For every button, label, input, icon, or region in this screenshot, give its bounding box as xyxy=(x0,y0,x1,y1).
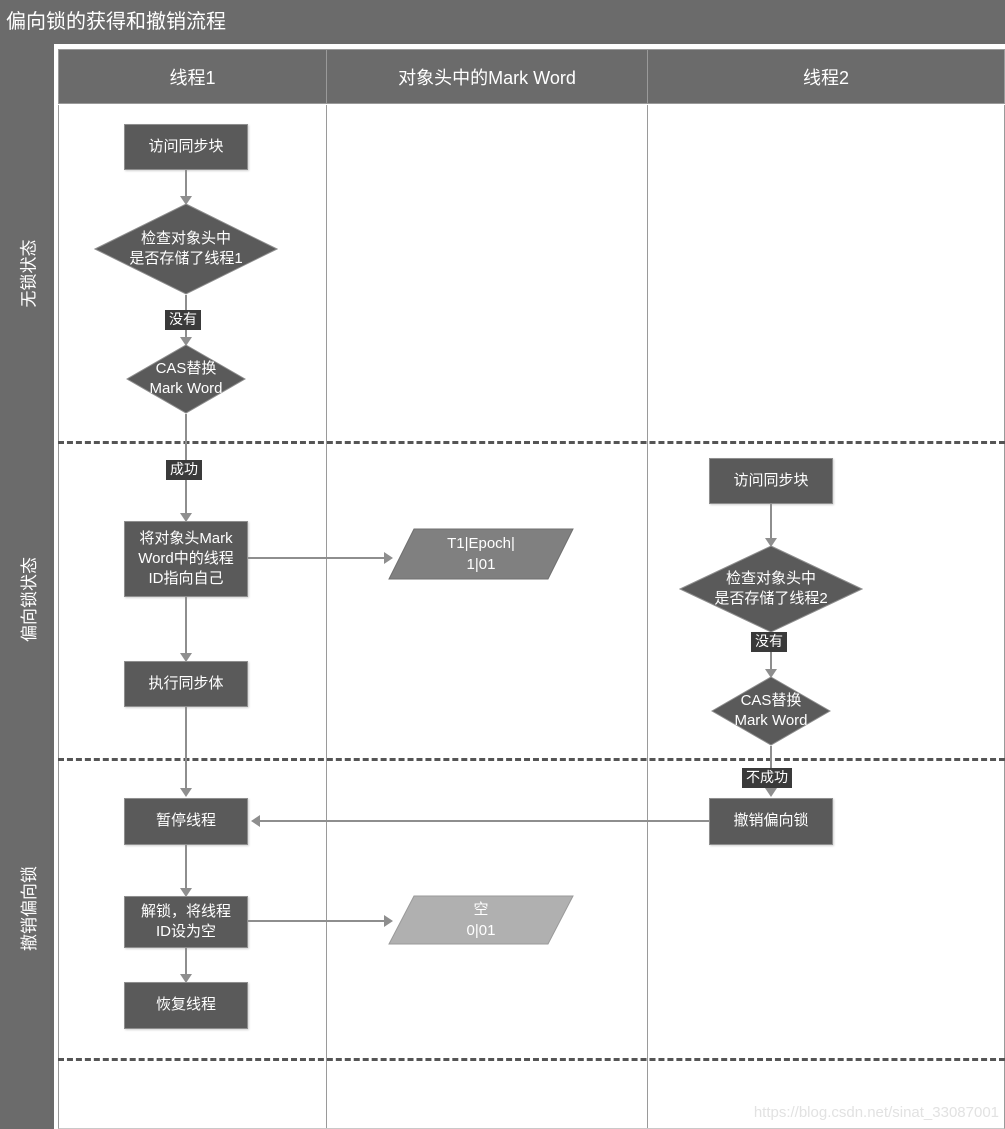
node-t2-enter-text: 访问同步块 xyxy=(733,471,809,489)
node-t2-cas-text: CAS替换 Mark Word xyxy=(734,691,808,729)
column-header-thread2: 线程2 xyxy=(647,49,1005,104)
node-t1-pause-text: 暂停线程 xyxy=(155,812,216,830)
arrowhead-t1-cas-to-point xyxy=(180,513,192,522)
diamond-shape xyxy=(94,203,278,295)
phase-label-revoke: 撤销偏向锁 xyxy=(0,758,54,1058)
arrowhead-t2-enter-to-check xyxy=(765,538,777,547)
column-separator-2 xyxy=(647,105,648,1128)
arrowhead-t1-to-markword-empty xyxy=(384,915,393,927)
parallelogram-shape xyxy=(388,895,574,945)
node-t1-point-self[interactable]: 将对象头Mark Word中的线程 ID指向自己 xyxy=(124,521,248,597)
edge-label-t2-fail: 不成功 xyxy=(742,768,792,788)
phase-label-biased-text: 偏向锁状态 xyxy=(19,557,39,642)
connector-t1-sync-to-pause xyxy=(185,707,187,792)
arrowhead-t1-to-markword-biased xyxy=(384,552,393,564)
node-t1-sync-body-text: 执行同步体 xyxy=(148,674,224,692)
node-t1-resume-text: 恢复线程 xyxy=(155,996,216,1014)
phase-separator-1 xyxy=(58,441,1005,444)
phase-label-unlocked: 无锁状态 xyxy=(0,105,54,441)
phase-label-revoke-text: 撤销偏向锁 xyxy=(19,865,39,951)
connector-t1-enter-to-check xyxy=(185,170,187,200)
node-t1-resume[interactable]: 恢复线程 xyxy=(124,982,248,1029)
node-t1-enter-text: 访问同步块 xyxy=(148,137,224,155)
node-t1-cas[interactable]: CAS替换 Mark Word xyxy=(126,344,246,414)
column-separator-1 xyxy=(326,105,327,1128)
node-markword-biased[interactable]: T1|Epoch| 1|01 xyxy=(388,528,574,580)
arrowhead-t2-revoke-to-t1-pause xyxy=(251,815,260,827)
arrowhead-t1-point-to-sync xyxy=(180,653,192,662)
arrowhead-t1-pause-to-unlock xyxy=(180,888,192,897)
phase-label-unlocked-text: 无锁状态 xyxy=(19,239,39,307)
arrowhead-t1-enter-to-check xyxy=(180,196,192,205)
connector-t1-to-markword-biased xyxy=(248,557,388,559)
connector-t2-revoke-to-t1-pause xyxy=(260,820,709,822)
connector-t2-check-to-cas xyxy=(770,633,772,675)
edge-label-t1-success-text: 成功 xyxy=(170,461,198,477)
node-t2-revoke[interactable]: 撤销偏向锁 xyxy=(709,798,833,845)
node-t1-cas-text: CAS替换 Mark Word xyxy=(149,359,223,397)
node-markword-biased-text: T1|Epoch| 1|01 xyxy=(447,535,515,573)
arrowhead-t2-check-to-cas xyxy=(765,669,777,678)
column-header-thread1: 线程1 xyxy=(58,49,327,104)
node-t1-check-text: 检查对象头中 是否存储了线程1 xyxy=(129,229,243,267)
node-t1-unlock[interactable]: 解锁，将线程 ID设为空 xyxy=(124,896,248,948)
connector-t1-point-to-sync xyxy=(185,597,187,657)
arrowhead-t2-cas-to-revoke xyxy=(765,788,777,797)
connector-t1-pause-to-unlock xyxy=(185,845,187,892)
column-header-thread1-text: 线程1 xyxy=(169,67,216,88)
node-t1-enter[interactable]: 访问同步块 xyxy=(124,124,248,170)
node-t1-unlock-text: 解锁，将线程 ID设为空 xyxy=(140,902,231,940)
edge-label-t2-none: 没有 xyxy=(751,632,787,652)
edge-label-t1-success: 成功 xyxy=(166,460,202,480)
node-t1-pause[interactable]: 暂停线程 xyxy=(124,798,248,845)
node-markword-empty-text: 空 0|01 xyxy=(466,901,496,939)
arrowhead-t1-check-to-cas xyxy=(180,337,192,346)
arrowhead-t1-unlock-to-resume xyxy=(180,974,192,983)
column-header-markword-text: 对象头中的Mark Word xyxy=(398,67,576,88)
edge-label-t2-fail-text: 不成功 xyxy=(746,769,788,785)
node-markword-empty[interactable]: 空 0|01 xyxy=(388,895,574,945)
watermark: https://blog.csdn.net/sinat_33087001 xyxy=(753,1104,999,1121)
phase-label-biased: 偏向锁状态 xyxy=(0,441,54,758)
phase-band xyxy=(0,44,54,1129)
arrowhead-t1-sync-to-pause xyxy=(180,788,192,797)
column-header-thread2-text: 线程2 xyxy=(802,67,849,88)
node-t1-sync-body[interactable]: 执行同步体 xyxy=(124,661,248,707)
node-t2-enter[interactable]: 访问同步块 xyxy=(709,458,833,504)
edge-label-t2-none-text: 没有 xyxy=(755,633,783,649)
page-title: 偏向锁的获得和撤销流程 xyxy=(0,0,1005,44)
node-t2-revoke-text: 撤销偏向锁 xyxy=(733,812,809,830)
diamond-shape xyxy=(711,676,831,746)
parallelogram-shape xyxy=(388,528,574,580)
phase-separator-3 xyxy=(58,1058,1005,1061)
node-t2-check[interactable]: 检查对象头中 是否存储了线程2 xyxy=(679,545,863,633)
edge-label-t1-none: 没有 xyxy=(165,310,201,330)
column-header-markword: 对象头中的Mark Word xyxy=(326,49,648,104)
node-t2-check-text: 检查对象头中 是否存储了线程2 xyxy=(714,569,828,607)
node-t1-check[interactable]: 检查对象头中 是否存储了线程1 xyxy=(94,203,278,295)
node-t1-point-self-text: 将对象头Mark Word中的线程 ID指向自己 xyxy=(138,529,234,588)
node-t2-cas[interactable]: CAS替换 Mark Word xyxy=(711,676,831,746)
connector-t1-to-markword-empty xyxy=(248,920,388,922)
connector-t2-enter-to-check xyxy=(770,504,772,542)
phase-separator-2 xyxy=(58,758,1005,761)
diamond-shape xyxy=(126,344,246,414)
connector-t1-unlock-to-resume xyxy=(185,948,187,978)
edge-label-t1-none-text: 没有 xyxy=(169,311,197,327)
